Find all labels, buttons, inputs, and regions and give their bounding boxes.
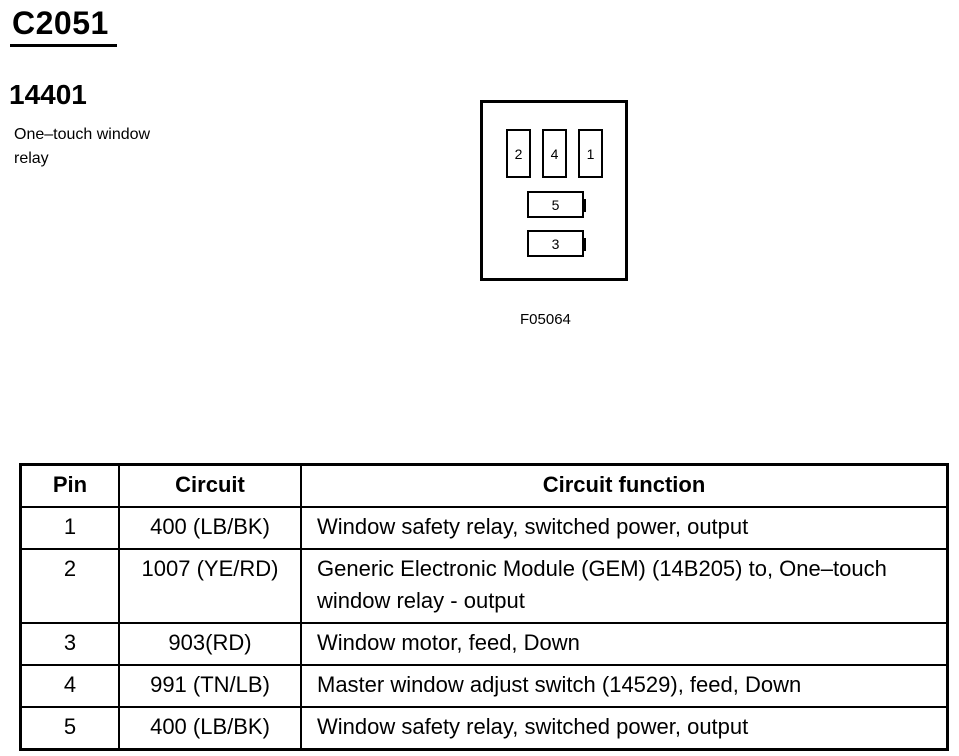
table-row: 3 903(RD) Window motor, feed, Down	[19, 622, 949, 666]
header-pin: Pin	[19, 463, 120, 508]
cell-pin: 1	[19, 506, 120, 550]
figure-id: F05064	[520, 311, 571, 328]
pin-cavity-4: 4	[542, 129, 567, 178]
connector-id: C2051	[12, 5, 109, 41]
pin-cavity-2: 2	[506, 129, 531, 178]
cell-function: Window motor, feed, Down	[300, 622, 949, 666]
pin-cavity-3: 3	[527, 230, 586, 257]
header-circuit-function: Circuit function	[300, 463, 949, 508]
cell-function: Window safety relay, switched power, out…	[300, 706, 949, 751]
table-row: 1 400 (LB/BK) Window safety relay, switc…	[19, 506, 949, 550]
cell-pin: 3	[19, 622, 120, 666]
cell-function: Generic Electronic Module (GEM) (14B205)…	[300, 548, 949, 624]
cell-pin: 5	[19, 706, 120, 751]
connector-face-diagram: 2 4 1 5 3	[480, 100, 628, 281]
pin-cavity-1: 1	[578, 129, 603, 178]
cell-pin: 4	[19, 664, 120, 708]
connector-id-underline	[10, 44, 117, 47]
table-row: 4 991 (TN/LB) Master window adjust switc…	[19, 664, 949, 708]
table-row: 2 1007 (YE/RD) Generic Electronic Module…	[19, 548, 949, 624]
cell-circuit: 991 (TN/LB)	[118, 664, 302, 708]
part-number: 14401	[9, 79, 87, 110]
cell-function: Window safety relay, switched power, out…	[300, 506, 949, 550]
part-description: One–touch window relay	[14, 126, 151, 167]
cell-circuit: 400 (LB/BK)	[118, 506, 302, 550]
cell-circuit: 903(RD)	[118, 622, 302, 666]
table-header-row: Pin Circuit Circuit function	[19, 463, 949, 508]
pin-table: Pin Circuit Circuit function 1 400 (LB/B…	[19, 463, 949, 751]
cell-pin: 2	[19, 548, 120, 624]
cell-circuit: 400 (LB/BK)	[118, 706, 302, 751]
header-circuit: Circuit	[118, 463, 302, 508]
pin-cavity-5: 5	[527, 191, 586, 218]
cell-circuit: 1007 (YE/RD)	[118, 548, 302, 624]
cell-function: Master window adjust switch (14529), fee…	[300, 664, 949, 708]
table-row: 5 400 (LB/BK) Window safety relay, switc…	[19, 706, 949, 751]
